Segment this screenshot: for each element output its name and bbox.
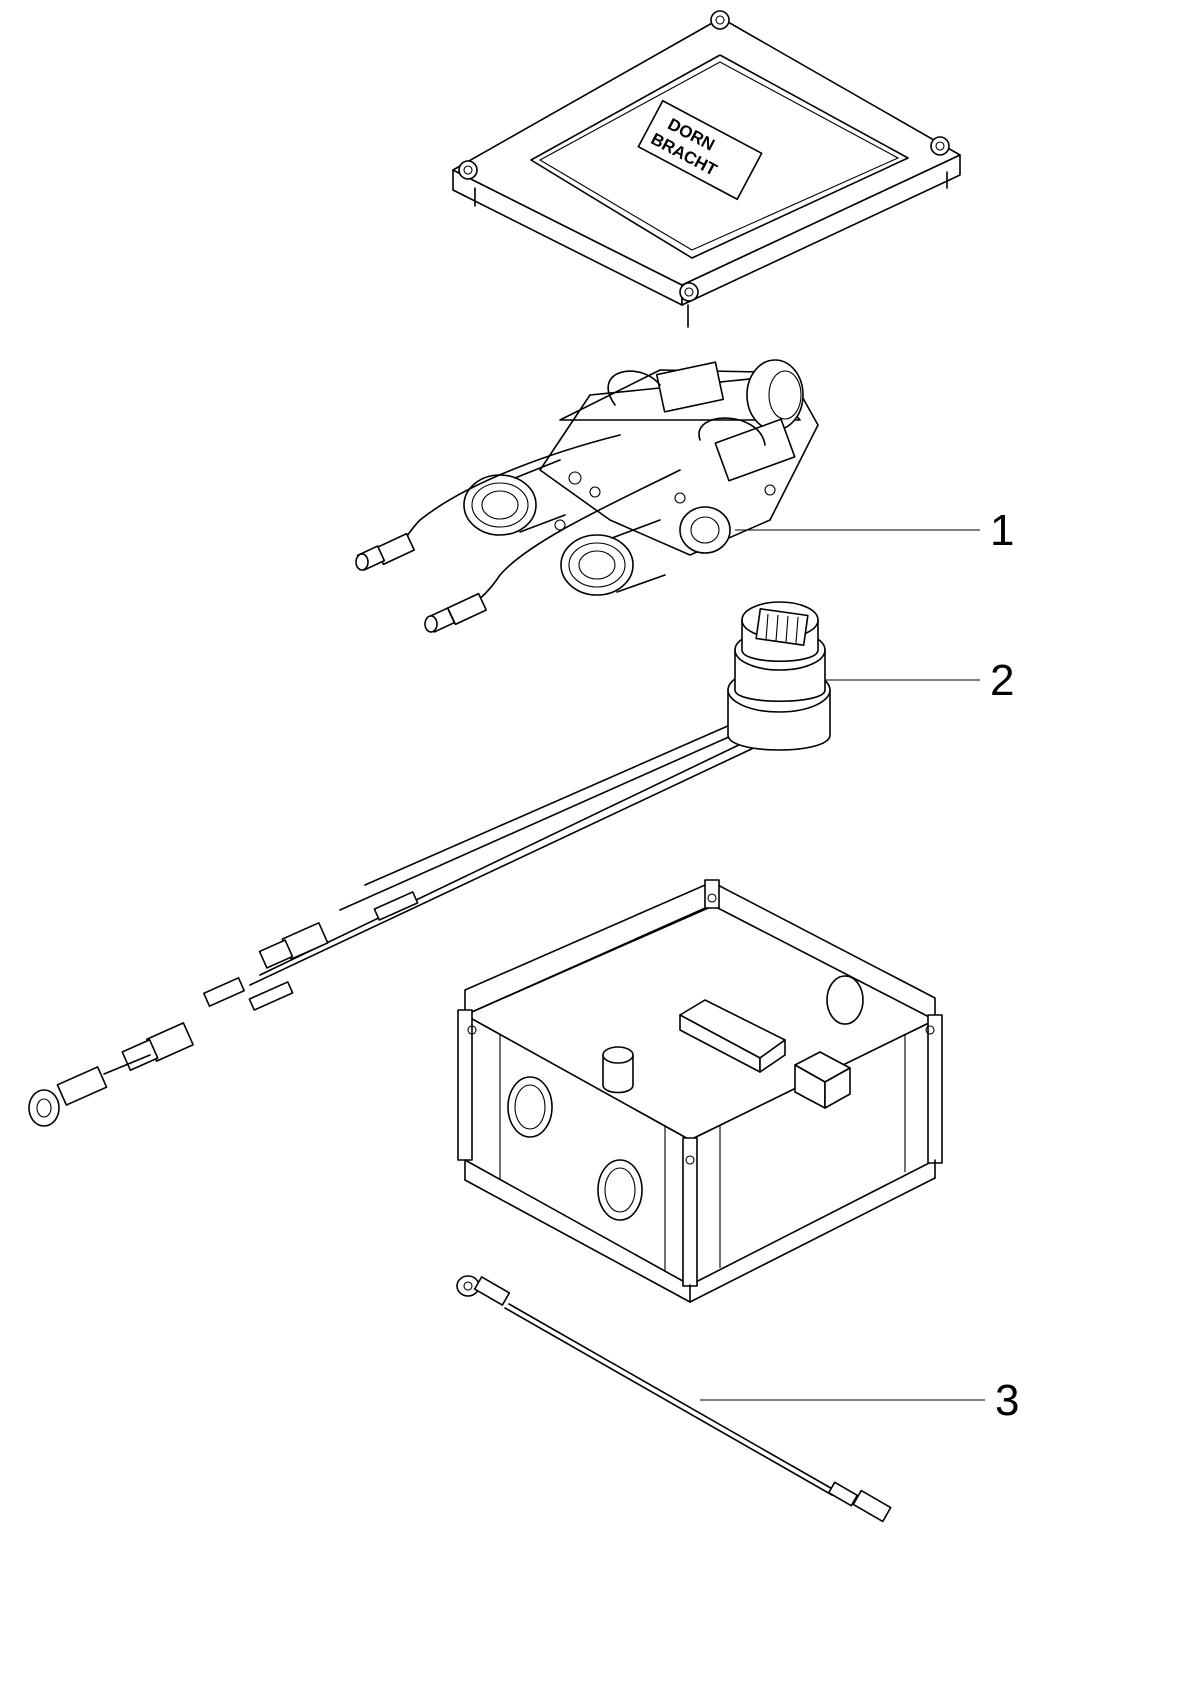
callout-number: 3 [995,1376,1019,1425]
plug-connector-icon [202,977,246,1007]
screw-icon [930,136,950,156]
plug-connector-icon [424,592,488,633]
ring-terminal-icon [456,1275,511,1306]
screw-icon [679,282,699,302]
plug-connector-icon [28,1054,151,1127]
cover-plate: DORN BRACHT [452,10,961,328]
threaded-inlet [560,519,666,596]
screw-icon [710,10,730,30]
callout-3: 3 [700,1376,1019,1425]
plug-connector-icon [121,1022,194,1072]
plug-connector-icon [355,532,416,571]
callout-number: 1 [990,506,1014,555]
sensor-cable-assembly [28,601,831,1127]
callout-2: 2 [826,656,1014,705]
spade-terminal-icon [827,1481,892,1523]
plug-connector-icon [258,922,329,969]
callout-number: 2 [990,656,1014,705]
ground-wire [456,1275,892,1523]
brand-logo: DORN BRACHT [637,99,763,201]
threaded-inlet [463,459,566,536]
callout-1: 1 [735,506,1014,555]
screw-icon [458,160,478,180]
valve-assembly [355,359,819,633]
control-box [457,879,943,1303]
